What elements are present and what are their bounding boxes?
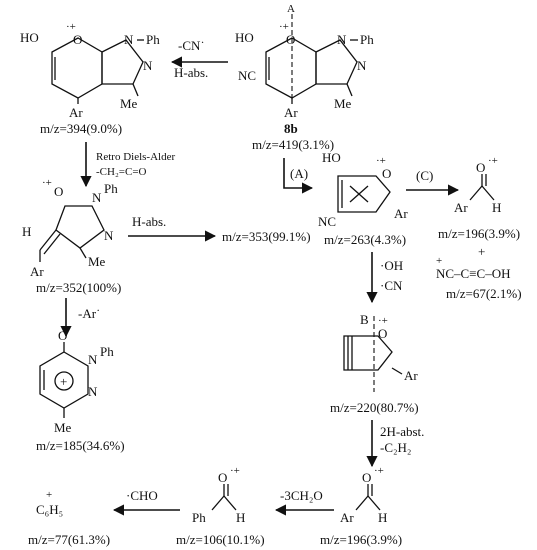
fragment-196-top-oxygen: O xyxy=(476,160,485,175)
ketene-loss-label: -CH₂=C=O xyxy=(96,166,147,178)
fragment-394-hydroxy: HO xyxy=(20,30,39,45)
fragment-196-bottom-structure: O ·+ Ar H m/z=196(3.9%) xyxy=(320,465,402,547)
mass-353: m/z=353(99.1%) xyxy=(222,229,311,244)
fragment-394-aryl: Ar xyxy=(69,105,83,120)
cleavage-label-a: A xyxy=(287,3,295,15)
two-h-abstraction-label: 2H-abst. xyxy=(380,424,424,439)
mass-352: m/z=352(100%) xyxy=(36,280,121,295)
fragment-352-phenyl: Ph xyxy=(104,181,118,196)
fragment-394-methyl: Me xyxy=(120,96,138,111)
fragment-77-formula: C₆H₅ xyxy=(36,502,63,517)
fragment-77-charge: + xyxy=(46,489,52,501)
hydroxy-label: HO xyxy=(235,30,254,45)
fragment-185-charge: + xyxy=(60,374,67,389)
pyran-oxygen-label: O xyxy=(286,32,295,47)
fragment-263-hydroxy: HO xyxy=(322,150,341,165)
fragment-220-aryl: Ar xyxy=(404,368,418,383)
formyl-loss-label: ·CHO xyxy=(126,488,158,503)
aryl-label: Ar xyxy=(284,105,298,120)
fragment-352-radical-cation: ·+ xyxy=(42,177,52,189)
fragment-185-oxygen: O xyxy=(58,328,67,343)
fragment-185-charge-circle xyxy=(54,371,74,391)
fragment-196-top-radical-cation: ·+ xyxy=(488,155,498,167)
fragment-185-structure: O N Ph N + Me m/z=185(34.6%) xyxy=(36,328,125,453)
mass-106: m/z=106(10.1%) xyxy=(176,532,265,547)
arrow-419-to-263 xyxy=(283,158,314,194)
compound-8b-structure: HO O ·+ A N Ph N NC Ar Me 8b m/z=419(3.1… xyxy=(235,3,374,152)
fragment-394-oxygen: O xyxy=(73,32,82,47)
path-c-label: (C) xyxy=(416,168,433,183)
fragment-263-structure: HO O ·+ NC Ar m/z=263(4.3%) xyxy=(318,150,408,247)
hydroxyl-loss-label: ·OH xyxy=(380,258,403,273)
fragment-394-radical-cation: ·+ xyxy=(66,21,76,33)
fragment-263-cyano: NC xyxy=(318,214,336,229)
fragment-263-aryl: Ar xyxy=(394,206,408,221)
fragment-185-n1: N xyxy=(88,352,98,367)
fragment-196-top-aryl: Ar xyxy=(454,200,468,215)
fragment-352-hydrogen: H xyxy=(22,224,31,239)
fragment-106-oxygen: O xyxy=(218,470,227,485)
mass-196-bottom: m/z=196(3.9%) xyxy=(320,532,402,547)
fragment-263-oxygen: O xyxy=(382,166,391,181)
fragment-394-structure: HO O ·+ N Ph N Ar Me m/z=394(9.0%) xyxy=(20,21,160,136)
fragment-196-top-structure: O ·+ Ar H m/z=196(3.9%) xyxy=(438,155,520,241)
cleavage-label-b: B xyxy=(360,312,369,327)
acetylene-loss-label: -C₂H₂ xyxy=(380,440,411,455)
fragment-106-radical-cation: ·+ xyxy=(230,465,240,477)
fragment-196-top-hydrogen: H xyxy=(492,200,501,215)
mass-220: m/z=220(80.7%) xyxy=(330,400,419,415)
fragment-352-n1: N xyxy=(92,190,102,205)
n2-label: N xyxy=(357,58,367,73)
n1-label: N xyxy=(337,32,347,47)
cyanide-loss-label: ·CN xyxy=(380,278,403,293)
compound-label: 8b xyxy=(284,121,298,136)
cn-loss-label: -CN˙ xyxy=(178,38,205,53)
fragment-185-phenyl: Ph xyxy=(100,344,114,359)
fragment-106-structure: O ·+ Ph H m/z=106(10.1%) xyxy=(176,465,265,547)
fragment-67-charge: + xyxy=(436,255,442,267)
fragment-67-formula: NC–C≡C–OH xyxy=(436,266,511,281)
fragment-106-hydrogen: H xyxy=(236,510,245,525)
fragment-196-bottom-aryl: Ar xyxy=(340,510,354,525)
path-a-label: (A) xyxy=(290,166,308,181)
mass-419: m/z=419(3.1%) xyxy=(252,137,334,152)
mass-263: m/z=263(4.3%) xyxy=(324,232,406,247)
fragment-263-radical-cation: ·+ xyxy=(376,155,386,167)
fragment-220-structure: B O ·+ Ar m/z=220(80.7%) xyxy=(330,312,419,415)
fragment-352-structure: O ·+ N Ph N Me H Ar m/z=352(100%) xyxy=(22,177,121,295)
fragment-394-n1: N xyxy=(124,32,134,47)
fragment-185-methyl: Me xyxy=(54,420,72,435)
fragment-394-phenyl: Ph xyxy=(146,32,160,47)
fragment-352-aryl: Ar xyxy=(30,264,44,279)
methyl-label: Me xyxy=(334,96,352,111)
radical-cation-sign: ·+ xyxy=(279,21,289,33)
fragment-196-bottom-oxygen: O xyxy=(362,470,371,485)
fragment-77-structure: + C₆H₅ m/z=77(61.3%) xyxy=(28,489,110,547)
mass-394: m/z=394(9.0%) xyxy=(40,121,122,136)
aryl-loss-label: -Ar˙ xyxy=(78,306,100,321)
mass-196-top: m/z=196(3.9%) xyxy=(438,226,520,241)
fragment-220-radical-cation: ·+ xyxy=(378,315,388,327)
formaldehyde-loss-label: -3CH₂O xyxy=(280,488,323,503)
cyano-label: NC xyxy=(238,68,256,83)
fragment-394-n2: N xyxy=(143,58,153,73)
h-abs-label-1: H-abs. xyxy=(174,65,208,80)
fragment-106-phenyl: Ph xyxy=(192,510,206,525)
mass-67: m/z=67(2.1%) xyxy=(446,286,522,301)
mass-185: m/z=185(34.6%) xyxy=(36,438,125,453)
fragment-220-oxygen: O xyxy=(378,326,387,341)
fragment-185-n2: N xyxy=(88,384,98,399)
fragment-196-bottom-hydrogen: H xyxy=(378,510,387,525)
plus-sign: + xyxy=(478,244,485,259)
fragment-352-methyl: Me xyxy=(88,254,106,269)
fragment-352-ketone: O xyxy=(54,184,63,199)
fragment-352-n2: N xyxy=(104,228,114,243)
retro-diels-alder-label: Retro Diels-Alder xyxy=(96,151,175,163)
h-abs-label-2: H-abs. xyxy=(132,214,166,229)
phenyl-label: Ph xyxy=(360,32,374,47)
mass-77: m/z=77(61.3%) xyxy=(28,532,110,547)
fragment-196-bottom-radical-cation: ·+ xyxy=(374,465,384,477)
